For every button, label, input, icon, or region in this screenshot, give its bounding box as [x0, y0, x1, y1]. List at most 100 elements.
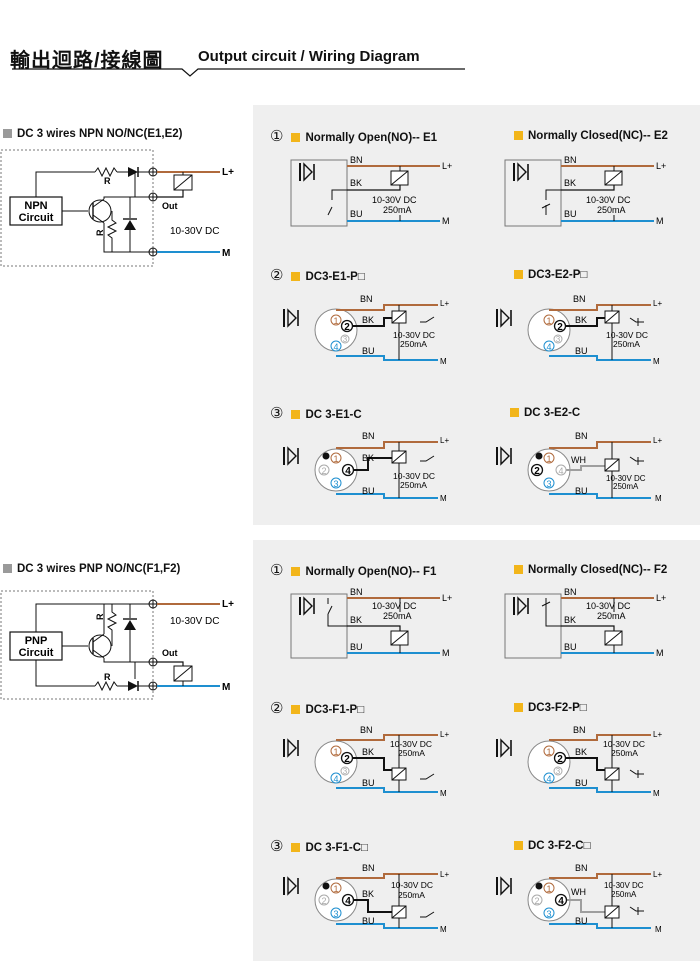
wire-label: 2: [321, 896, 326, 906]
wire-label: 2: [534, 896, 539, 906]
wire-label: L+: [442, 161, 452, 171]
header-title-en: Output circuit / Wiring Diagram: [198, 48, 420, 65]
wire-label: 10-30V DC: [372, 195, 417, 205]
wire-label: L+: [440, 436, 449, 445]
wire-label: BK: [350, 178, 362, 188]
wire-label: 250mA: [611, 748, 638, 758]
npn-d1-no-diagram: BN BK BU 10-30V DC 250mA L+ M: [290, 155, 452, 227]
zener-icon: [124, 220, 136, 230]
npn-lplus-label: L+: [222, 167, 234, 178]
wire-label: 10-30V DC: [586, 601, 631, 611]
wire-label: BK: [362, 453, 374, 463]
wire-label: 3: [333, 479, 338, 489]
gray-square-icon: [3, 564, 12, 573]
wire-label: BK: [575, 747, 587, 757]
npn-d3-nc-diagram: 1 2 4 3 BN WH BU 10-30V DC 250mA L+ M: [496, 431, 662, 503]
wire-label: 250mA: [613, 339, 640, 349]
wire-label: BN: [360, 725, 373, 735]
wire-label: M: [655, 925, 662, 934]
wire-label: BU: [575, 346, 588, 356]
wire-label: 10-30V DC: [586, 195, 631, 205]
resistor-icon: [94, 166, 118, 178]
wire-label: 250mA: [398, 748, 425, 758]
yellow-square-icon: [291, 567, 301, 576]
wire-label: L+: [440, 870, 449, 879]
wire-label: 10-30V DC: [391, 880, 433, 890]
wire-label: 10-30V DC: [390, 739, 432, 749]
pnp-d2-no-diagram: 1 2 3 4 BN BK BU 10-30V DC 250mA L+ M: [283, 725, 449, 798]
wire-label: 10-30V DC: [606, 330, 648, 340]
page-header: 輸出迴路/接線圖 Output circuit / Wiring Diagram: [10, 38, 470, 78]
wire-label: 250mA: [611, 890, 637, 899]
wire-label: M: [655, 494, 662, 503]
wire-label: 2: [344, 322, 350, 333]
yellow-square-icon: [514, 131, 523, 140]
pnp-dashed-box: [0, 590, 154, 700]
wire-label: 1: [333, 884, 338, 894]
yellow-square-icon: [291, 410, 301, 419]
diode-icon: [128, 681, 138, 691]
wire-label: BN: [350, 155, 363, 165]
header-title-zh: 輸出迴路/接線圖: [10, 50, 164, 72]
header-underline: [12, 68, 465, 77]
pnp-d1-nc-title: Normally Closed(NC)-- F2: [514, 564, 667, 576]
npn-d2-no-diagram: 1 2 3 4 BN BK BU 10-30V DC 250mA L+ M: [283, 294, 449, 366]
pnp-lplus-label: L+: [222, 599, 234, 610]
wire-label: BU: [362, 778, 375, 788]
wire-label: 250mA: [597, 611, 626, 621]
wire-label: 1: [546, 884, 551, 894]
pnp-circuit-label-1: PNP: [25, 635, 48, 647]
wire-label: 250mA: [383, 611, 412, 621]
wire-label: M: [440, 357, 447, 366]
npn-d3-no-diagram: 1 2 4 3 BN BK BU 10-30V DC 250mA L+ M: [283, 431, 449, 503]
pnp-voltage-label: 10-30V DC: [170, 616, 219, 627]
wire-label: BN: [362, 863, 375, 873]
yellow-square-icon: [291, 843, 301, 852]
wire-label: BK: [362, 889, 374, 899]
wire-label: 4: [345, 466, 351, 477]
wire-label: BK: [362, 315, 374, 325]
wire-label: BN: [575, 863, 588, 873]
wire-label: 1: [333, 316, 338, 326]
wire-label: 250mA: [398, 890, 425, 900]
npn-d3-nc-title: DC 3-E2-C: [510, 407, 580, 419]
wire-label: BU: [575, 486, 588, 496]
wire-label: M: [656, 216, 664, 226]
wire-label: M: [442, 648, 450, 658]
wire-label: L+: [440, 299, 449, 308]
wire-label: BU: [362, 346, 375, 356]
wire-label: 250mA: [383, 205, 412, 215]
wire-label: L+: [656, 161, 666, 171]
wire-label: BN: [350, 587, 363, 597]
wire-label: 4: [546, 774, 551, 784]
yellow-square-icon: [514, 270, 523, 279]
yellow-square-icon: [514, 703, 523, 712]
wire-label: BK: [564, 178, 576, 188]
wire-label: BU: [575, 778, 588, 788]
wire-label: BU: [575, 916, 588, 926]
wire-label: BN: [564, 587, 577, 597]
wire-label: L+: [653, 436, 662, 445]
wire-label: M: [440, 925, 447, 934]
wire-label: 3: [343, 767, 348, 776]
wire-label: 250mA: [400, 480, 427, 490]
wire-label: BU: [564, 642, 577, 652]
wire-label: BN: [564, 155, 577, 165]
pnp-d2-nc-title: DC3-F2-P□: [514, 702, 587, 714]
npn-voltage-label: 10-30V DC: [170, 226, 219, 237]
pnp-d1-nc-diagram: BN BK BU 10-30V DC 250mA L+ M: [504, 587, 666, 659]
num-3: ③: [270, 405, 284, 422]
wire-label: L+: [656, 593, 666, 603]
wire-label: 3: [546, 909, 551, 919]
wire-label: BN: [575, 431, 588, 441]
wire-label: 2: [557, 754, 563, 765]
wire-label: L+: [440, 730, 449, 739]
pnp-m-label: M: [222, 682, 230, 693]
yellow-square-icon: [291, 133, 301, 142]
wire-label: 4: [558, 896, 564, 907]
wire-label: 10-30V DC: [603, 739, 645, 749]
yellow-square-icon: [291, 705, 301, 714]
